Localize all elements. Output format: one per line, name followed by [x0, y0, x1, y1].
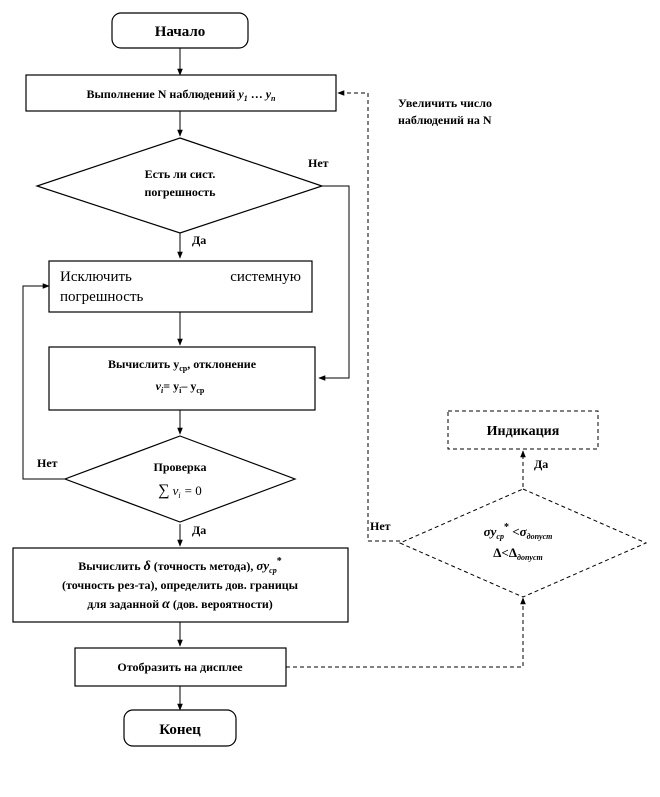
check-acc-line2: Δ<Δдопуст: [493, 545, 542, 562]
indication-box: Индикация: [447, 410, 599, 450]
display-process: Отобразить на дисплее: [74, 647, 287, 687]
increase-note-line2: наблюдений на N: [398, 113, 492, 127]
compute-accuracy-process: Вычислить δ (точность метода), σyср* (то…: [12, 547, 349, 623]
indication-label: Индикация: [487, 424, 560, 439]
dashed-connectors: [286, 90, 526, 668]
decision-error: Есть ли сист. погрешность: [35, 137, 324, 234]
edge-checkacc-no-observe: [337, 90, 400, 542]
decision-error-line2: погрешность: [145, 185, 217, 199]
compute-accuracy-line1: Вычислить δ (точность метода), σyср*: [78, 556, 281, 575]
connectors: [22, 48, 350, 711]
label-yes-error: Да: [192, 233, 206, 247]
end-label: Конец: [159, 722, 201, 738]
compute-deviation-line2: vi= yi– yср: [156, 379, 205, 395]
edge-decision-no-compute: [318, 185, 350, 381]
compute-accuracy-line3: для заданной α (дов. вероятности): [87, 597, 273, 612]
compute-accuracy-line2: (точность рез-та), определить дов. грани…: [62, 578, 299, 592]
label-no-acc: Нет: [370, 519, 391, 533]
decision-accuracy: σyср* <σдопуст Δ<Δдопуст: [398, 488, 648, 598]
edge-check-no-exclude: [22, 283, 65, 480]
label-no-error: Нет: [308, 156, 329, 170]
increase-note: Увеличить число наблюдений на N: [398, 96, 492, 127]
start-terminator: Начало: [111, 12, 249, 49]
compute-deviation-process: Вычислить yср, отклонение vi= yi– yср: [48, 346, 316, 411]
increase-note-line1: Увеличить число: [398, 96, 492, 110]
exclude-process: Исключить системную погрешность: [48, 260, 313, 313]
exclude-word1: Исключить: [60, 269, 132, 285]
observe-label: Выполнение N наблюдений y1 … yn: [86, 87, 276, 103]
decision-error-line1: Есть ли сист.: [145, 167, 216, 181]
label-yes-acc: Да: [534, 457, 548, 471]
label-yes-check: Да: [192, 523, 206, 537]
compute-deviation-line1: Вычислить yср, отклонение: [108, 357, 257, 373]
observe-process: Выполнение N наблюдений y1 … yn: [25, 74, 337, 112]
end-terminator: Конец: [123, 709, 237, 747]
start-label: Начало: [155, 24, 206, 40]
check-formula: ∑vi= 0: [158, 482, 202, 500]
display-label: Отобразить на дисплее: [117, 660, 243, 674]
label-no-check: Нет: [37, 456, 58, 470]
exclude-word2: системную: [230, 269, 301, 285]
check-acc-line1: σyср* <σдопуст: [484, 522, 553, 541]
exclude-line2: погрешность: [60, 289, 144, 305]
check-title: Проверка: [154, 460, 207, 474]
decision-check: Проверка ∑vi= 0: [63, 435, 297, 523]
edge-display-checkacc: [286, 597, 526, 668]
